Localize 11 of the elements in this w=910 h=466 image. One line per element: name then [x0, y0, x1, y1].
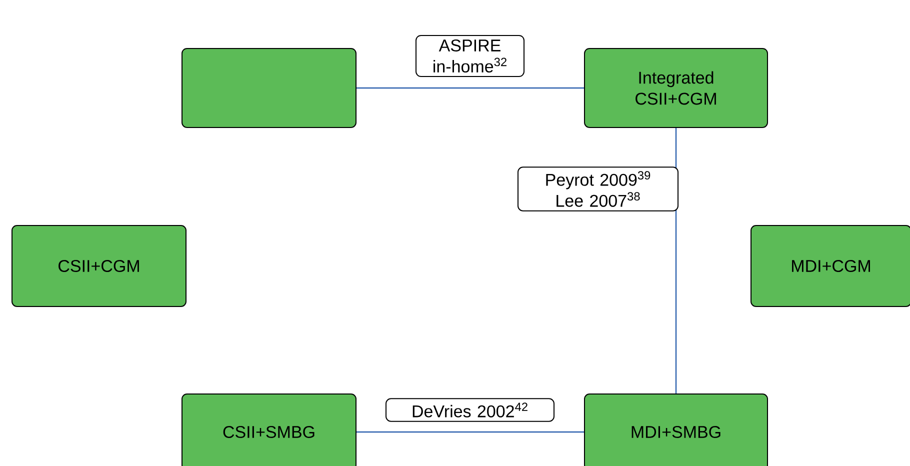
- connector-line: [356, 87, 584, 89]
- treatment-box: MDI+SMBG: [584, 394, 768, 466]
- edge-label: ASPIRE in-home$^{32}$: [416, 34, 524, 77]
- treatment-box: MDI+CGM: [750, 225, 910, 307]
- connector-line: [356, 431, 584, 433]
- treatment-box: CSII+CGM: [12, 225, 186, 307]
- treatment-box: Integrated CSII+CGM: [584, 48, 768, 128]
- edge-label: Peyrot 2009$^{39}$ Lee 2007$^{38}$: [518, 166, 678, 212]
- treatment-box: [182, 48, 356, 128]
- edge-label: DeVries 2002$^{42}$: [386, 398, 554, 422]
- treatment-box: CSII+SMBG: [182, 394, 356, 466]
